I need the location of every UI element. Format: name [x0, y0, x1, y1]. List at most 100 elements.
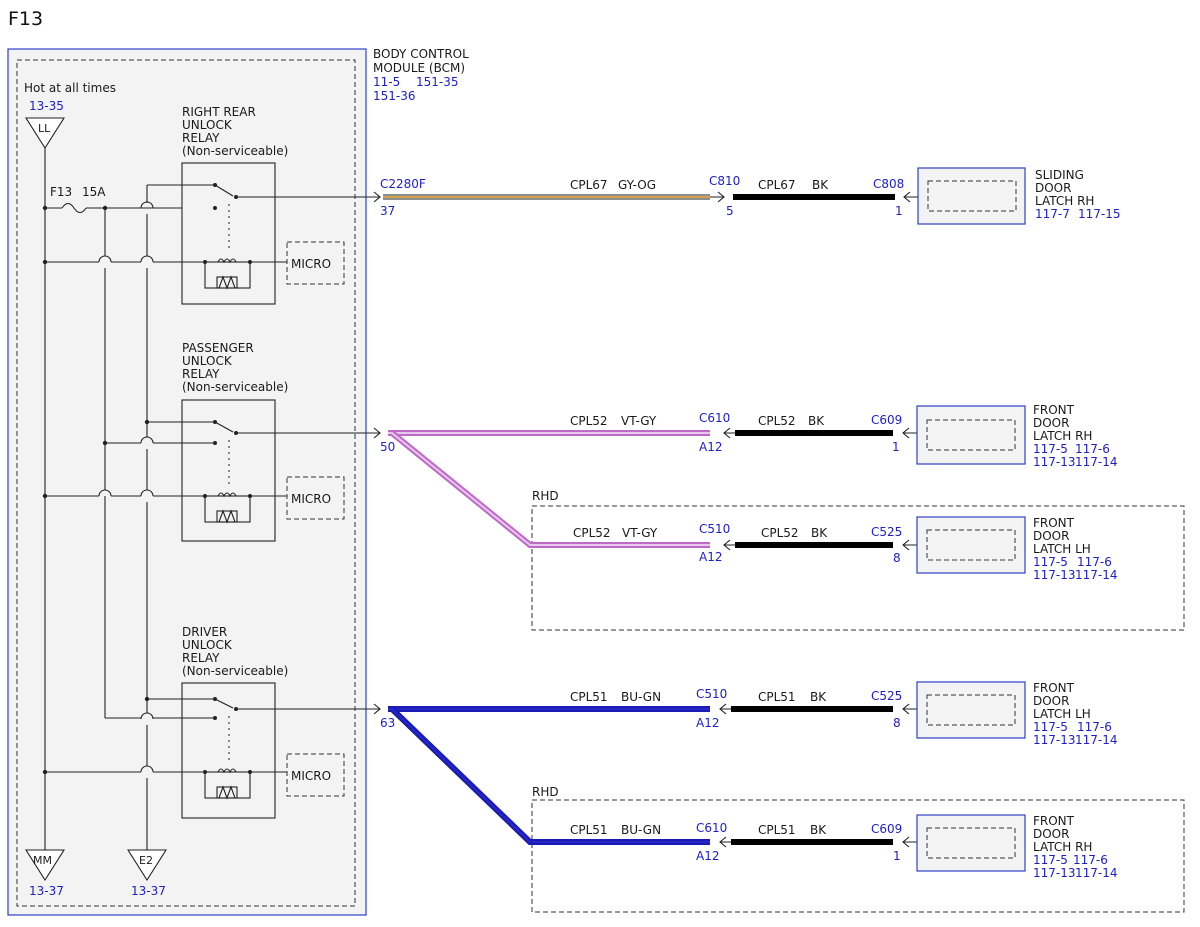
circuit2-ref2[interactable]: 117-6: [1077, 555, 1112, 569]
bcm-pin-50[interactable]: 50: [380, 440, 395, 454]
bcm-name-line2: MODULE (BCM): [373, 61, 465, 75]
circuit1-dev2: DOOR: [1033, 416, 1069, 430]
circuit2-conn1[interactable]: C510: [699, 522, 730, 536]
relay2-line1: PASSENGER: [182, 341, 254, 355]
circuit1-name: CPL52: [570, 414, 608, 428]
front-door-latch-lh-box-2[interactable]: [916, 681, 1026, 739]
page-title: F13: [8, 8, 43, 30]
circuit1-ref1[interactable]: 117-5: [1033, 442, 1068, 456]
relay1-switch-icon: [214, 184, 234, 197]
circuit1-color2: BK: [808, 414, 825, 428]
circuit3-ref3[interactable]: 117-13: [1033, 733, 1076, 747]
circuit1-ref2[interactable]: 117-6: [1075, 442, 1110, 456]
circuit3-ref1[interactable]: 117-5: [1033, 720, 1068, 734]
ground-mm-ref[interactable]: 13-37: [29, 884, 64, 898]
circuit2-ref3[interactable]: 117-13: [1033, 568, 1076, 582]
circuit2-conn2[interactable]: C525: [871, 525, 902, 539]
relay3-micro-box: [286, 753, 345, 797]
rhd-region-1: [531, 505, 1185, 631]
circuit-row-front-lh-driver: CPL51 BU-GN C510 A12 CPL51 BK C525 8 FRO…: [570, 681, 1118, 747]
circuit4-pin1[interactable]: A12: [696, 849, 719, 863]
relay-right-rear: RIGHT REAR UNLOCK RELAY (Non-serviceable…: [42, 105, 366, 305]
circuit4-color: BU-GN: [621, 823, 661, 837]
circuit3-name: CPL51: [570, 690, 608, 704]
ground-e2-ref[interactable]: 13-37: [131, 884, 166, 898]
circuit4-name2: CPL51: [758, 823, 796, 837]
relay1-line4: (Non-serviceable): [182, 144, 288, 158]
feed-ll-symbol: LL: [38, 122, 51, 135]
circuit4-dev1: FRONT: [1033, 814, 1075, 828]
relay2-micro-box: [286, 476, 345, 520]
sliding-door-latch-rh-box[interactable]: [917, 167, 1026, 225]
circuit2-ref1[interactable]: 117-5: [1033, 555, 1068, 569]
circuit1-ref3[interactable]: 117-13: [1033, 455, 1076, 469]
circuit0-name2: CPL67: [758, 178, 796, 192]
bcm-pin-63[interactable]: 63: [380, 716, 395, 730]
circuit1-ref4[interactable]: 117-14: [1075, 455, 1118, 469]
hot-ref[interactable]: 13-35: [29, 99, 64, 113]
circuit1-conn2[interactable]: C609: [871, 413, 902, 427]
relay2-line4: (Non-serviceable): [182, 380, 288, 394]
circuit0-pin1[interactable]: 5: [726, 204, 734, 218]
circuit0-color2: BK: [812, 178, 829, 192]
circuit2-dev2: DOOR: [1033, 529, 1069, 543]
relay-passenger: PASSENGER UNLOCK RELAY (Non-serviceable)…: [42, 341, 366, 542]
circuit2-ref4[interactable]: 117-14: [1075, 568, 1118, 582]
circuit3-ref4[interactable]: 117-14: [1075, 733, 1118, 747]
bcm-pin-37[interactable]: 37: [380, 204, 395, 218]
relay3-switch-icon: [214, 698, 234, 709]
circuit4-dev2: DOOR: [1033, 827, 1069, 841]
circuit4-conn1[interactable]: C610: [696, 821, 727, 835]
circuit4-ref4[interactable]: 117-14: [1075, 866, 1118, 880]
relay1-micro-box: [286, 241, 345, 285]
circuit4-ref2[interactable]: 117-6: [1073, 853, 1108, 867]
circuit4-conn2[interactable]: C609: [871, 822, 902, 836]
relay3-coil-icon: [217, 768, 237, 774]
front-door-latch-lh-box-1[interactable]: [916, 516, 1026, 574]
circuit3-conn2[interactable]: C525: [871, 689, 902, 703]
circuit1-conn1[interactable]: C610: [699, 411, 730, 425]
circuit4-color2: BK: [810, 823, 827, 837]
circuit3-ref2[interactable]: 117-6: [1077, 720, 1112, 734]
relay1-coil-icon: [217, 258, 237, 264]
circuit4-name: CPL51: [570, 823, 608, 837]
relay1-micro-label: MICRO: [291, 257, 331, 271]
circuit0-name: CPL67: [570, 178, 608, 192]
circuit2-pin1[interactable]: A12: [699, 550, 722, 564]
circuit0-ref1[interactable]: 117-7: [1035, 207, 1070, 221]
wire-cpl51-bu-gn-rh[interactable]: [389, 706, 710, 845]
bcm-ref-2[interactable]: 151-35: [416, 75, 459, 89]
circuit2-pin2[interactable]: 8: [893, 551, 901, 565]
circuit2-dev3: LATCH LH: [1033, 542, 1091, 556]
bcm-ref-1[interactable]: 11-5: [373, 75, 400, 89]
relay2-switch-icon: [214, 421, 234, 433]
circuit0-conn2[interactable]: C808: [873, 177, 904, 191]
circuit3-conn1[interactable]: C510: [696, 687, 727, 701]
bcm-connector-name[interactable]: C2280F: [380, 177, 426, 191]
circuit3-dev1: FRONT: [1033, 681, 1075, 695]
rhd-region-2: [531, 799, 1185, 913]
circuit0-pin2[interactable]: 1: [895, 204, 903, 218]
circuit4-ref3[interactable]: 117-13: [1033, 866, 1076, 880]
front-door-latch-rh-box-2[interactable]: [916, 814, 1026, 872]
circuit3-pin1[interactable]: A12: [696, 716, 719, 730]
circuit0-dev1: SLIDING: [1035, 168, 1084, 182]
circuit1-pin2[interactable]: 1: [892, 440, 900, 454]
circuit1-pin1[interactable]: A12: [699, 440, 722, 454]
circuit0-color: GY-OG: [618, 178, 656, 192]
fuse-rating: 15A: [82, 185, 106, 199]
circuit0-ref2[interactable]: 117-15: [1078, 207, 1121, 221]
bcm-connector-arrow-1: [366, 191, 381, 203]
circuit1-name2: CPL52: [758, 414, 796, 428]
circuit4-ref1[interactable]: 117-5: [1033, 853, 1068, 867]
relay2-micro-label: MICRO: [291, 492, 331, 506]
relay1-line2: UNLOCK: [182, 118, 233, 132]
bcm-ref-3[interactable]: 151-36: [373, 89, 416, 103]
circuit1-color: VT-GY: [621, 414, 657, 428]
front-door-latch-rh-box-1[interactable]: [916, 405, 1026, 465]
circuit0-conn1[interactable]: C810: [709, 174, 740, 188]
circuit4-pin2[interactable]: 1: [893, 849, 901, 863]
bcm-connector-arrow-2: [366, 427, 381, 439]
circuit3-pin2[interactable]: 8: [893, 716, 901, 730]
